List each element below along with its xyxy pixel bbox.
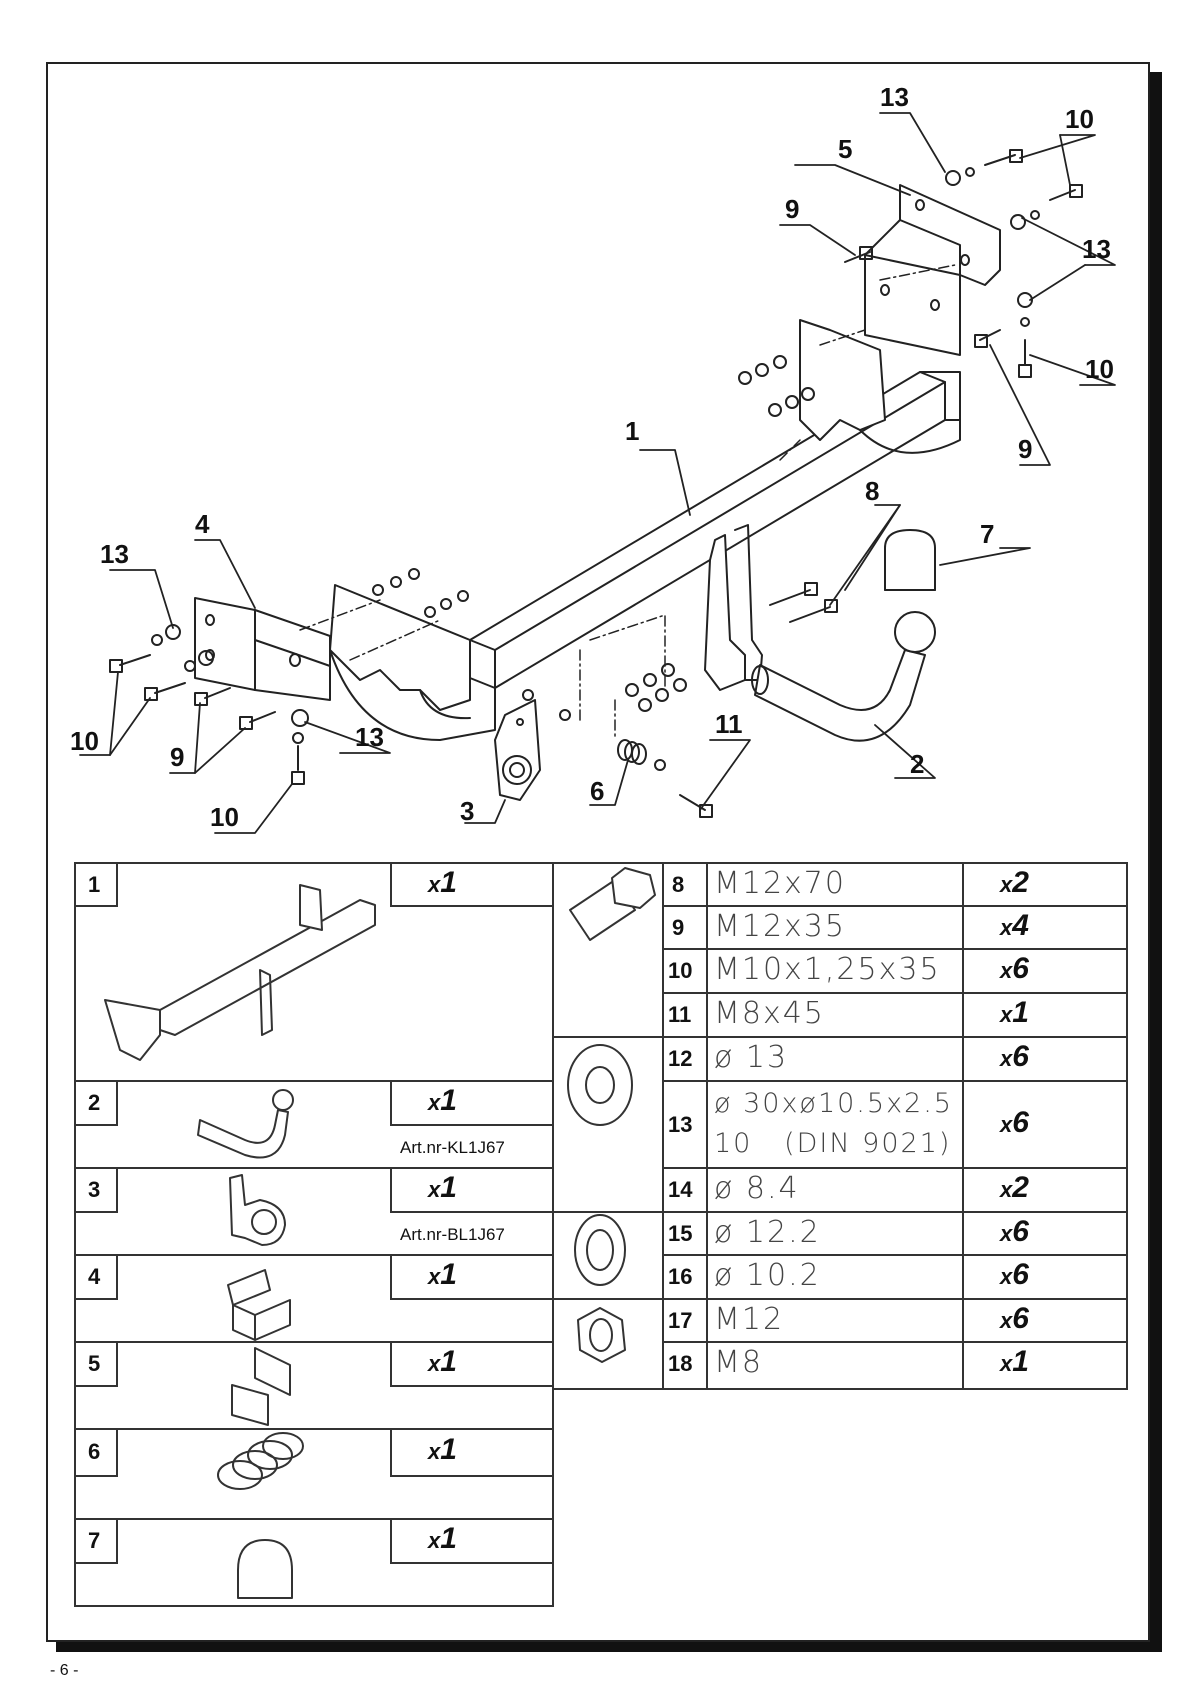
bracket-thumbnail-4 [227,1269,291,1341]
callout-3: 3 [460,796,474,826]
spec-part-13: ø 30xø10.5x2.5 10 (DIN 9021) [714,1088,953,1159]
drawing-sheet [46,62,1150,1642]
page-shadow-bottom [56,1642,1162,1652]
part-number-3: 3 [88,1177,101,1202]
bolts-group [109,149,1083,818]
article-number-socket-plate: Art.nr-BL1J67 [400,1225,505,1244]
spec-part-18: M8 [714,1345,763,1380]
bolt-thumbnail [569,867,656,941]
part-number-10: 10 [668,958,693,983]
qty-part-14: x2 [1000,1171,1029,1204]
spec-part-15: ø 12.2 [714,1215,821,1250]
part-number-18: 18 [668,1351,693,1376]
part-number-7: 7 [88,1528,101,1553]
part-number-2: 2 [88,1090,101,1115]
spec-part-12: ø 13 [714,1040,789,1075]
left-bracket-part [194,597,331,701]
qty-part-6: x1 [428,1433,457,1466]
qty-part-5: x1 [428,1345,457,1378]
spec-part-11: M8x45 [714,996,825,1031]
part-number-15: 15 [668,1221,693,1246]
page-shadow-right [1150,72,1162,1652]
callout-7: 7 [980,519,994,549]
callout-10-b: 10 [1085,354,1114,384]
callout-9-a: 9 [785,194,799,224]
page-number: - 6 - [50,1662,79,1679]
assembly-lines [299,264,956,741]
part-number-9: 9 [672,915,685,940]
part-number-13: 13 [668,1112,693,1137]
spring-part [617,739,647,765]
qty-part-7: x1 [428,1522,457,1555]
callout-13-d: 13 [355,722,384,752]
callout-1: 1 [625,416,639,446]
crossbar-part [329,319,961,741]
callout-10-c: 10 [70,726,99,756]
spec-part-9: M12x35 [714,909,846,944]
qty-part-1: x1 [428,866,457,899]
part-number-12: 12 [668,1046,693,1071]
callout-2: 2 [910,749,924,779]
article-number-towball: Art.nr-KL1J67 [400,1138,505,1157]
callout-5: 5 [838,134,852,164]
callout-10-a: 10 [1065,104,1094,134]
towball-part [751,611,936,742]
callout-13-a: 13 [880,82,909,112]
washer-thumbnail [567,1044,633,1126]
bracket-thumbnail-5 [231,1347,291,1426]
towball-cap-part [884,529,936,591]
right-bracket-part [864,184,1001,356]
spec-part-10: M10x1,25x35 [714,952,941,987]
spring-thumbnail [217,1432,304,1490]
callout-6: 6 [590,776,604,806]
callout-11: 11 [715,709,743,739]
washers-nuts-group [151,167,1040,771]
qty-part-12: x6 [1000,1040,1029,1073]
qty-part-10: x6 [1000,952,1029,985]
qty-part-13: x6 [1000,1106,1029,1139]
cap-thumbnail [237,1539,293,1599]
qty-part-11: x1 [1000,996,1029,1029]
qty-part-8: x2 [1000,866,1029,899]
qty-part-4: x1 [428,1258,457,1291]
spec-part-16: ø 10.2 [714,1258,821,1293]
callout-9-c: 9 [170,742,184,772]
part-number-11: 11 [668,1002,692,1027]
crossbar-thumbnail [104,884,376,1061]
spring-washer-thumbnail [574,1214,626,1286]
callout-4: 4 [195,509,210,539]
qty-part-17: x6 [1000,1302,1029,1335]
qty-part-15: x6 [1000,1215,1029,1248]
part-number-16: 16 [668,1264,693,1289]
spec-part-14: ø 8.4 [714,1171,800,1206]
callout-labels: 1 2 3 4 5 6 7 8 9 9 9 10 10 10 10 11 13 … [70,82,1114,832]
part-number-8: 8 [672,872,685,897]
part-number-4: 4 [88,1264,101,1289]
part-number-14: 14 [668,1177,693,1202]
part-number-17: 17 [668,1308,693,1333]
callout-8: 8 [865,476,879,506]
socket-plate-part [494,699,541,801]
callout-10-d: 10 [210,802,239,832]
qty-part-2: x1 [428,1084,457,1117]
qty-part-3: x1 [428,1171,457,1204]
towball-thumbnail [197,1089,294,1159]
part-number-6: 6 [88,1439,101,1464]
nut-thumbnail [577,1307,626,1363]
qty-part-18: x1 [1000,1345,1029,1378]
socket-plate-thumbnail [229,1174,286,1246]
spec-part-8: M12x70 [714,866,846,901]
qty-part-9: x4 [1000,909,1029,942]
part-number-1: 1 [88,872,101,897]
part-number-5: 5 [88,1351,101,1376]
callout-13-b: 13 [1082,234,1111,264]
spec-part-17: M12 [714,1302,785,1337]
leader-lines [79,112,1116,834]
callout-9-b: 9 [1018,434,1032,464]
callout-13-c: 13 [100,539,129,569]
qty-part-16: x6 [1000,1258,1029,1291]
